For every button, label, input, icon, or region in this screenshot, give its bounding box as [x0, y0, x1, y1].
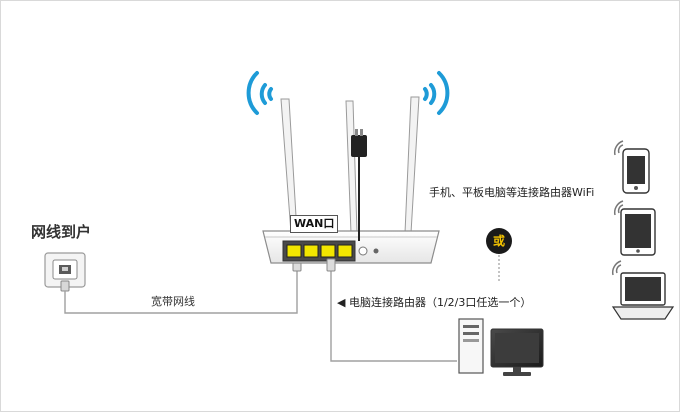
router-icon: [262, 96, 440, 264]
lan-cable: [330, 269, 457, 362]
wifi-signal-icon: [423, 71, 450, 115]
lan-plug-icon: [326, 258, 336, 272]
mobile-connection-label: 手机、平板电脑等连接路由器WiFi: [429, 186, 595, 199]
tablet-icon: [613, 200, 656, 256]
phone-icon: [613, 140, 650, 194]
broadband-cable: [64, 269, 298, 314]
broadband-cable-label: 宽带网线: [151, 295, 195, 308]
laptop-icon: [611, 260, 675, 320]
lan-ports: [286, 244, 353, 258]
wan-port-label: WAN口: [290, 215, 339, 233]
or-badge: 或: [486, 228, 512, 254]
wall-socket-icon: [44, 252, 86, 292]
wifi-signal-icon: [246, 71, 273, 115]
page-title: 网线到户: [31, 223, 92, 241]
desktop-pc-icon: [458, 318, 544, 376]
pc-connection-label: ◀ 电脑连接路由器（1/2/3口任选一个）: [337, 296, 532, 309]
power-adapter-icon: [351, 129, 367, 241]
